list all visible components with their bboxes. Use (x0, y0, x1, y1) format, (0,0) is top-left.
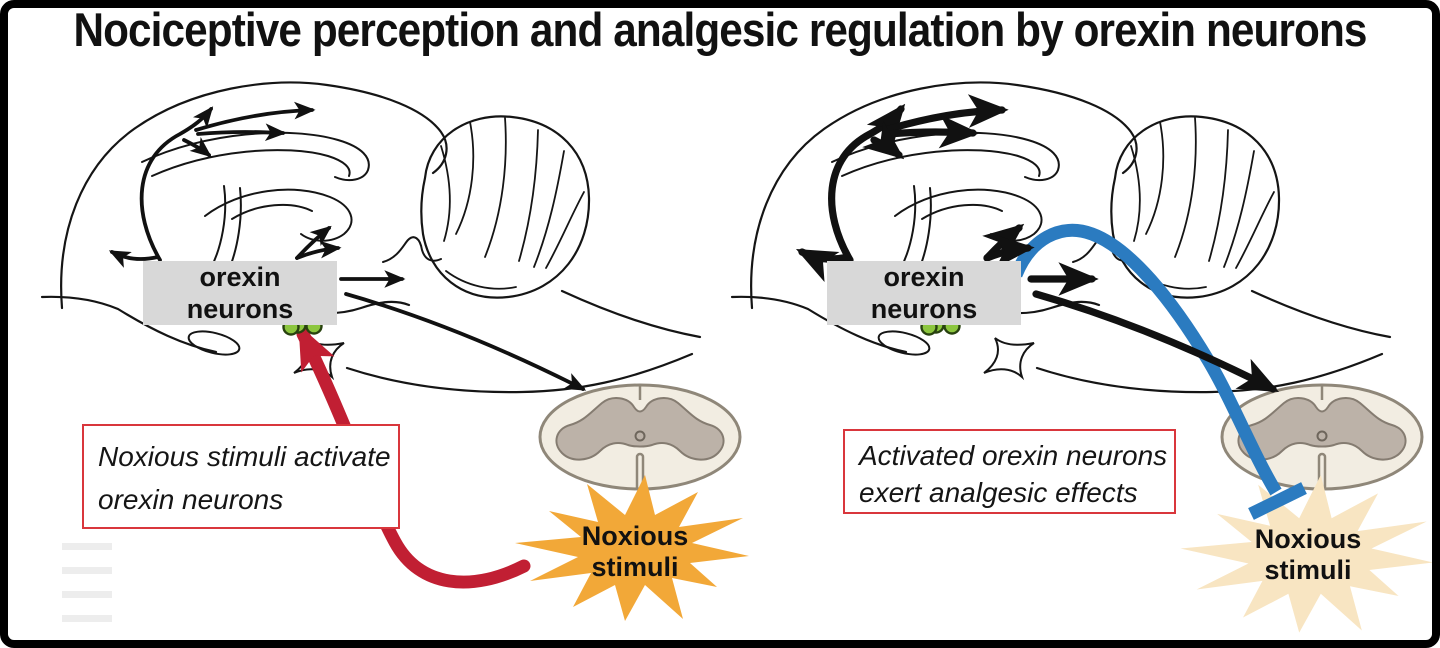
spinal-cord-cross-section (538, 383, 742, 491)
stimulus-line: stimuli (591, 552, 679, 582)
noxious-stimuli-text-right: Noxious stimuli (1208, 510, 1408, 600)
orexin-projection-arrows (112, 109, 583, 389)
stimulus-line: stimuli (1264, 555, 1352, 585)
figure-title: Nociceptive perception and analgesic reg… (73, 3, 1367, 56)
left-panel (40, 81, 749, 621)
activation-arrow (296, 324, 531, 589)
caption-line: orexin neurons (98, 484, 284, 515)
caption-box-right: Activated orexin neurons exert analgesic… (843, 429, 1176, 514)
caption-line: Activated orexin neurons (859, 440, 1168, 471)
brain-outline (40, 81, 702, 394)
caption-box-left: Noxious stimuli activate orexin neurons (82, 424, 400, 529)
orexin-neurons-label-left: orexin neurons (143, 261, 337, 325)
caption-line: Noxious stimuli activate (98, 441, 391, 472)
faint-artifact-line (62, 615, 112, 622)
stimulus-line: Noxious (1254, 524, 1362, 554)
orexin-neurons-label-right: orexin neurons (827, 261, 1021, 325)
inhibition-arrow (1009, 223, 1307, 520)
faint-artifact-line (62, 567, 112, 574)
faint-artifact-line (62, 543, 112, 550)
faint-artifact-line (62, 591, 112, 598)
noxious-stimuli-text-left: Noxious stimuli (535, 507, 735, 597)
caption-line: exert analgesic effects (859, 477, 1138, 508)
stimulus-line: Noxious (581, 521, 689, 551)
right-panel (730, 81, 1434, 633)
